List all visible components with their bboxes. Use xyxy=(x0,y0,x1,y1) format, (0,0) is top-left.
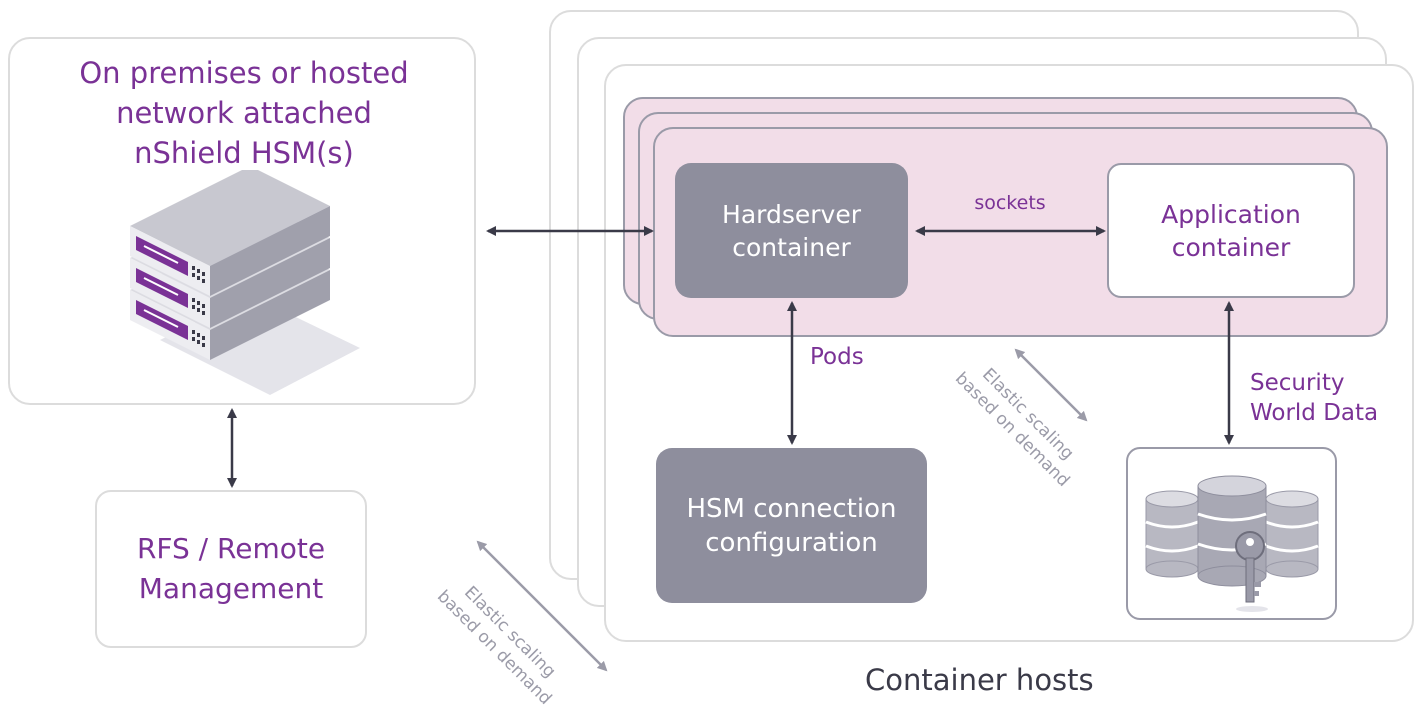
hsm-config-line1: HSM connection xyxy=(686,493,897,524)
hsm-title: On premises or hosted network attached n… xyxy=(10,53,478,173)
hardserver-line2: container xyxy=(732,232,851,262)
elastic-scaling-hosts-arrow xyxy=(476,540,608,672)
hsm-title-line3: nShield HSM(s) xyxy=(134,136,354,170)
hardserver-line1: Hardserver xyxy=(722,199,861,229)
hardserver-container: Hardserver container xyxy=(675,163,908,298)
security-world-label: Security World Data xyxy=(1250,368,1378,428)
key-icon xyxy=(1234,530,1268,612)
security-world-line1: Security xyxy=(1250,370,1345,396)
database-box xyxy=(1126,447,1337,620)
rfs-line2: Management xyxy=(138,572,324,605)
elastic-scaling-pods-arrow xyxy=(1014,348,1088,422)
sockets-label: sockets xyxy=(974,192,1046,214)
hsm-connection-configuration: HSM connection configuration xyxy=(656,448,927,603)
pods-label: Pods xyxy=(810,344,864,370)
hsm-title-line1: On premises or hosted xyxy=(79,56,409,90)
server-rack-icon xyxy=(130,170,360,395)
container-hosts-label: Container hosts xyxy=(865,663,1094,697)
database-key-icon xyxy=(1144,475,1319,612)
application-line2: container xyxy=(1171,232,1291,262)
hsm-config-line2: configuration xyxy=(705,527,878,558)
rfs-line1: RFS / Remote xyxy=(136,532,326,565)
application-line1: Application xyxy=(1161,199,1301,229)
rfs-box: RFS / Remote Management xyxy=(95,490,367,648)
application-container: Application container xyxy=(1107,163,1355,298)
hsm-title-line2: network attached xyxy=(116,96,372,130)
security-world-line2: World Data xyxy=(1250,400,1379,426)
